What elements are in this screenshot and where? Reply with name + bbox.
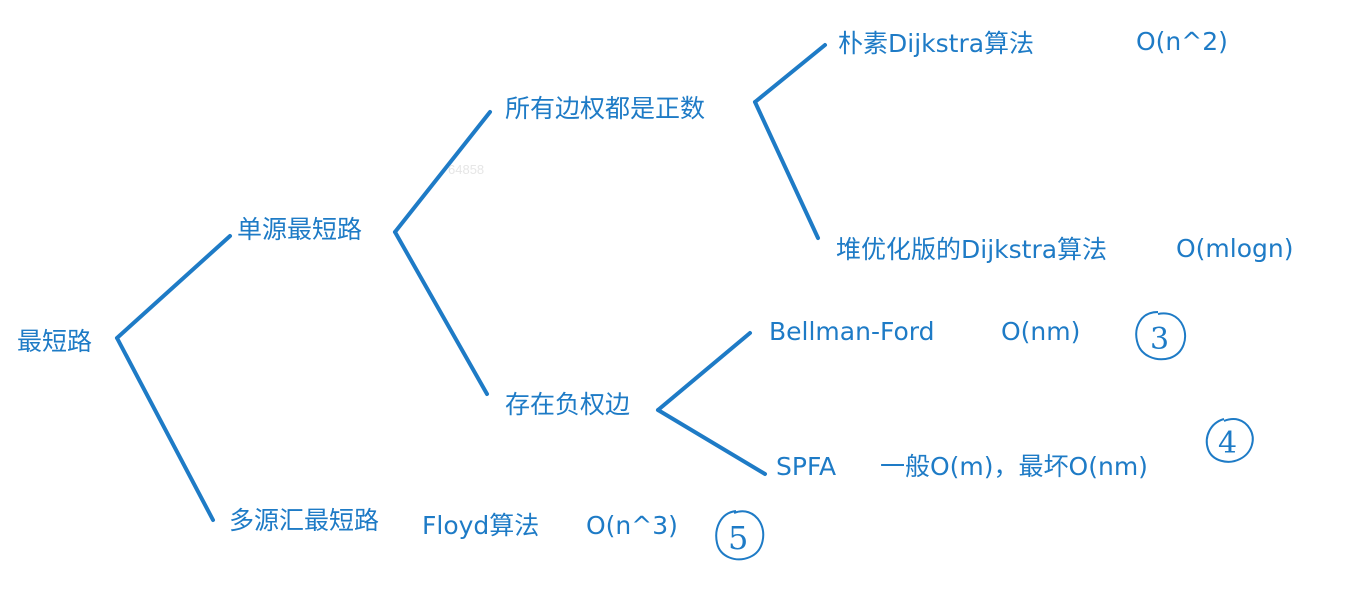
node-bellman-ford-complexity: O(nm) <box>1001 317 1081 346</box>
handwritten-mark-3: 3 <box>1135 311 1187 361</box>
node-has-negative-label: 存在负权边 <box>505 390 631 419</box>
node-multi-source-algorithm: Floyd算法 <box>422 511 540 540</box>
edge-single-source-all-positive <box>393 110 492 234</box>
handwritten-mark-5-text: 5 <box>728 519 748 557</box>
node-spfa-label: SPFA <box>776 452 837 481</box>
node-naive-dijkstra-complexity: O(n^2) <box>1136 27 1228 56</box>
handwritten-mark-3-text: 3 <box>1150 322 1169 357</box>
node-heap-dijkstra-complexity: O(mlogn) <box>1176 234 1294 263</box>
node-multi-source-label: 多源汇最短路 <box>229 506 380 535</box>
handwritten-mark-5: 5 <box>715 510 765 561</box>
edge-root-multi-source <box>115 336 215 522</box>
edge-has-negative-bellman-ford <box>656 331 752 412</box>
node-root-label: 最短路 <box>17 327 93 356</box>
node-naive-dijkstra-label: 朴素Dijkstra算法 <box>838 29 1035 58</box>
watermark-text: 64858 <box>448 162 485 177</box>
handwritten-mark-4: 4 <box>1205 418 1254 463</box>
node-all-positive-label: 所有边权都是正数 <box>505 94 706 123</box>
node-multi-source-complexity: O(n^3) <box>586 511 678 540</box>
edge-all-positive-naive-dijkstra <box>753 43 827 104</box>
node-spfa-complexity: 一般O(m)，最坏O(nm) <box>880 452 1148 481</box>
node-single-source-label: 单源最短路 <box>237 215 363 244</box>
handwritten-mark-4-text: 4 <box>1218 426 1237 461</box>
edge-all-positive-heap-dijkstra <box>753 100 820 240</box>
node-bellman-ford-label: Bellman-Ford <box>769 317 935 346</box>
edge-has-negative-spfa <box>656 408 767 476</box>
edge-root-single-source <box>115 234 232 340</box>
edge-single-source-has-negative <box>393 230 489 396</box>
node-heap-dijkstra-label: 堆优化版的Dijkstra算法 <box>836 235 1108 264</box>
